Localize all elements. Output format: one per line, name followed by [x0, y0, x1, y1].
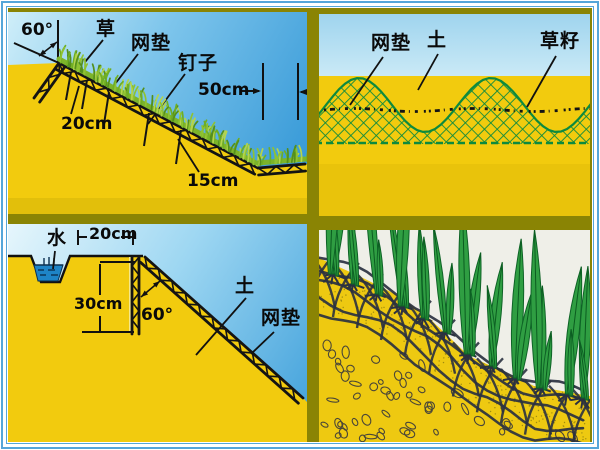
ground-line — [8, 254, 143, 284]
arrowhead — [49, 42, 57, 49]
grass-label: 草 — [96, 18, 117, 40]
arrowhead — [299, 89, 307, 95]
arrowhead — [39, 49, 47, 56]
soil-fill — [8, 256, 307, 442]
angle-label: 60° — [141, 305, 174, 325]
dim-30cm — [82, 261, 135, 333]
arrowhead — [141, 290, 149, 297]
nail-spacing-label: 50cm — [198, 80, 250, 100]
anchor-trench-drawing — [8, 230, 307, 442]
dim-20cm — [77, 230, 134, 245]
seed-label: 草籽 — [540, 30, 581, 52]
mat-seeding-drawing — [319, 53, 590, 216]
arrowhead — [152, 281, 160, 288]
trench-width-label: 20cm — [89, 224, 138, 243]
panel-vegetated-mat — [319, 230, 590, 442]
leader-lines — [349, 53, 557, 108]
nail-length-label: 15cm — [187, 171, 239, 191]
soil-shade — [8, 198, 307, 214]
angle-slant-line — [13, 42, 60, 64]
seed-dotted-line — [323, 107, 590, 113]
nail-label: 钉子 — [178, 52, 219, 74]
soil-label: 土 — [427, 29, 448, 51]
panel-slope-section: 60° 草 网垫 钉子 50cm 20cm 15cm — [8, 12, 307, 214]
soil-shade — [319, 164, 590, 216]
mat-label: 网垫 — [131, 32, 172, 54]
net-mat-waves — [319, 76, 590, 145]
panel-grid: 60° 草 网垫 钉子 50cm 20cm 15cm — [8, 8, 592, 442]
mat-label: 网垫 — [261, 307, 302, 329]
water-label: 水 — [47, 227, 68, 249]
mat-label: 网垫 — [371, 32, 412, 54]
trench-depth-label: 30cm — [74, 294, 123, 313]
vegetated-mat-drawing — [319, 230, 590, 442]
soil-label: 土 — [235, 275, 256, 297]
slope-section-drawing — [8, 20, 307, 214]
water-waves — [34, 257, 63, 276]
water-fill — [33, 264, 64, 282]
arrowhead — [253, 88, 261, 94]
panel-anchor-trench: 水 20cm 30cm 60° 土 网垫 — [8, 224, 307, 442]
panel-mat-seeding: 网垫 土 草籽 — [319, 14, 590, 216]
anchor-depth-label: 20cm — [61, 114, 113, 134]
angle-label: 60° — [21, 20, 54, 40]
